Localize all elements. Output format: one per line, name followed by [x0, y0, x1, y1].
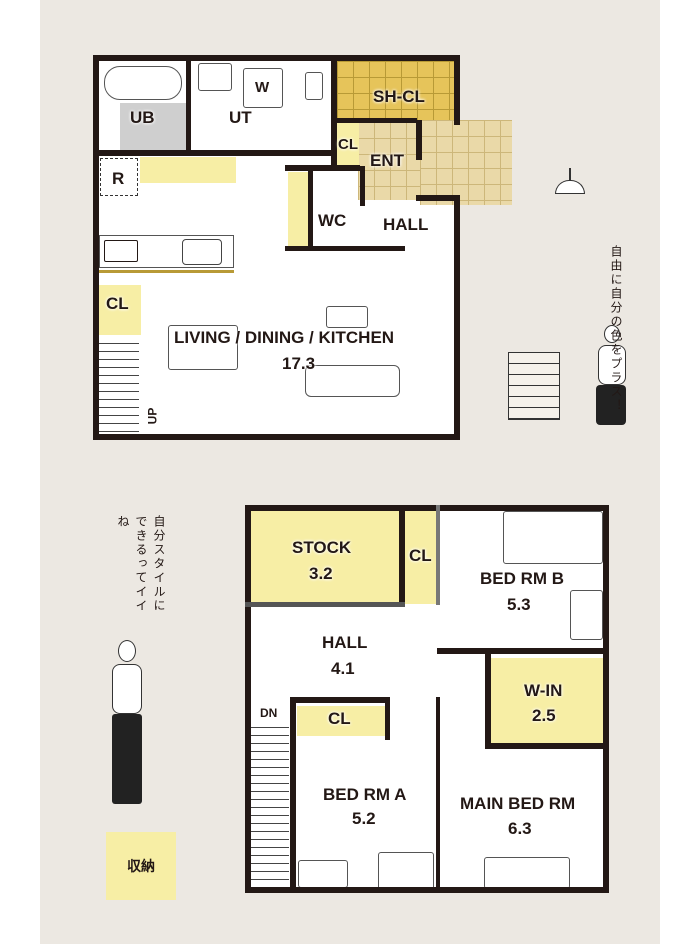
room-area-bedroom-a: 5.2 [352, 809, 376, 828]
room-label-main-bedroom: MAIN BED RM [460, 794, 576, 813]
room-label-hall-2f: HALL [322, 633, 368, 652]
caption-left: 自分スタイルにできるってイイね [116, 515, 168, 625]
dining-table [168, 325, 238, 370]
room-label-wc: WC [318, 211, 347, 230]
room-area-stock: 3.2 [309, 564, 333, 583]
living-table [326, 306, 368, 328]
caption-top-right: 自由に自分の色をプラス！ [608, 245, 625, 413]
legend-storage-label: 収納 [127, 858, 155, 874]
kitchen-storage [140, 157, 236, 183]
room-label-hall: HALL [383, 215, 429, 234]
kitchen-sink-icon [182, 239, 222, 265]
room-area-walk-in: 2.5 [532, 706, 556, 725]
caption-left-text: 自分スタイルにできるってイイね [116, 515, 166, 613]
washer-space [243, 68, 283, 108]
stock-room [251, 511, 401, 604]
room-area-hall-2f: 4.1 [331, 659, 355, 678]
room-area-main-bedroom: 6.3 [508, 819, 532, 838]
room-label-ent-cl: CL [338, 136, 358, 153]
bed-b-icon [503, 511, 603, 564]
room-label-bedroom-b: BED RM B [480, 569, 565, 588]
room-area-bedroom-b: 5.3 [507, 595, 531, 614]
legend-storage: 収納 [106, 832, 176, 900]
main-bed-icon [484, 857, 570, 889]
bedroom-b-closet [405, 511, 438, 604]
stair-down-label: DN [260, 706, 278, 720]
room-area-ldk: 17.3 [282, 354, 316, 373]
bedroom-a-closet [297, 706, 385, 736]
floor1-plan: UB UT W SH-CL CL ENT R WC HALL CL LIVING… [0, 0, 700, 470]
shoe-closet [337, 61, 455, 121]
room-label-ent: ENT [370, 151, 404, 170]
refrigerator-space [100, 158, 138, 196]
bathtub-icon [104, 66, 182, 100]
desk-b-icon [570, 590, 603, 640]
room-label-bedroom-a: BED RM A [323, 785, 407, 804]
hall-closet [288, 172, 308, 248]
pendant-lamp-icon [553, 168, 587, 218]
room-label-ub: UB [130, 108, 155, 127]
bath-floor [120, 103, 186, 151]
sink-icon [198, 63, 232, 91]
room-label-bedroom-b-closet: CL [409, 546, 432, 565]
room-label-sh-cl: SH-CL [373, 87, 425, 106]
stove-icon [104, 240, 138, 262]
person-standing-illustration [104, 640, 150, 810]
sofa-icon [305, 365, 400, 397]
fixture-icon [305, 72, 323, 100]
room-label-bedroom-a-closet: CL [328, 709, 351, 728]
chest-of-drawers-icon [508, 352, 560, 420]
room-label-stock: STOCK [292, 538, 352, 557]
desk-a-icon [378, 852, 434, 890]
room-label-ldk: LIVING / DINING / KITCHEN [174, 328, 395, 347]
room-label-ut: UT [229, 108, 252, 127]
bed-a-icon [298, 860, 348, 888]
porch [420, 120, 512, 205]
staircase-up [99, 336, 139, 434]
caption-top-right-text: 自由に自分の色をプラス！ [609, 245, 623, 413]
person-sitting-illustration [592, 325, 632, 430]
room-label-r: R [112, 169, 125, 188]
staircase-down [251, 720, 289, 888]
living-closet [99, 285, 141, 335]
room-label-walk-in: W-IN [524, 681, 563, 700]
entrance-closet [337, 122, 359, 166]
room-label-w: W [255, 79, 270, 96]
room-label-cl: CL [106, 294, 129, 313]
walk-in-closet [490, 658, 605, 745]
entrance [358, 122, 420, 200]
